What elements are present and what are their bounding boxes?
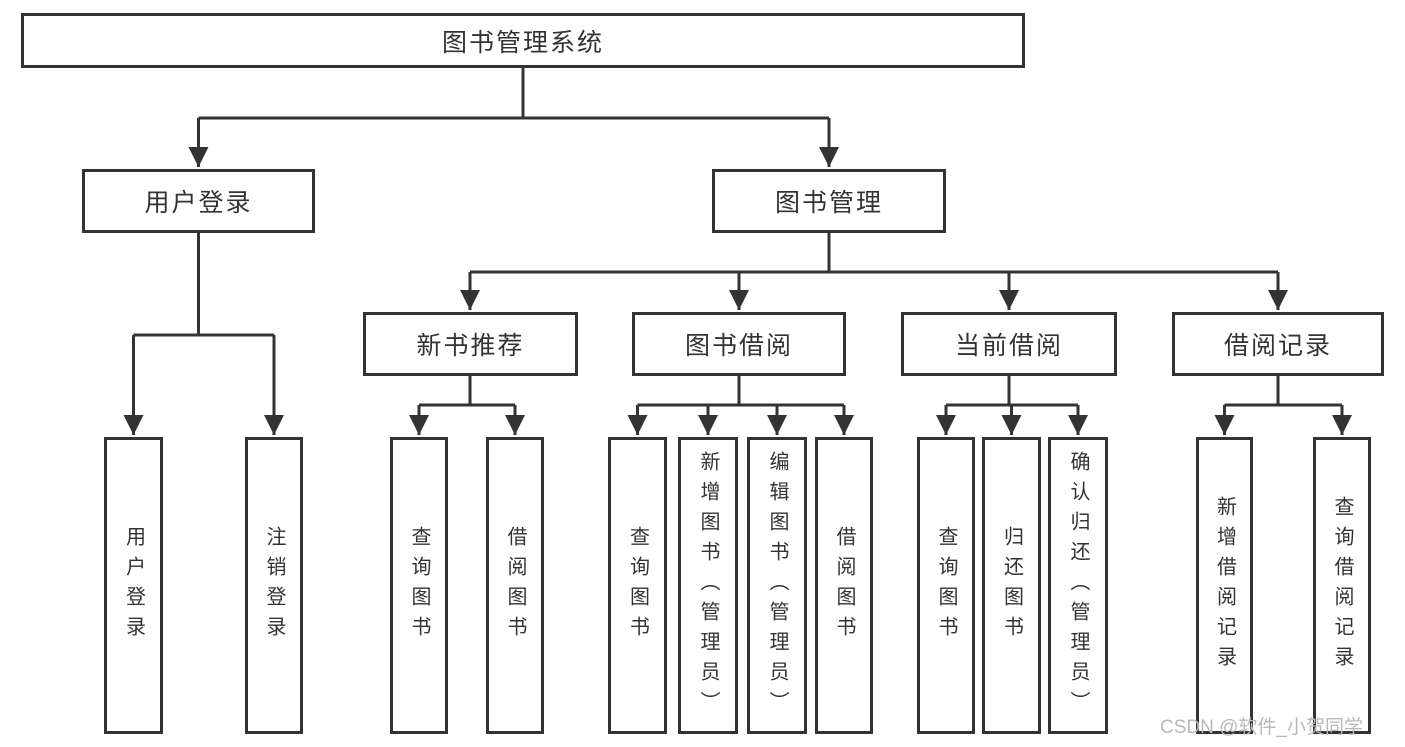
leaf-label: 归还图书: [1000, 525, 1023, 646]
leaf-borrow-books-recommend: 借阅图书: [486, 437, 544, 734]
leaf-query-books-borrow: 查询图书: [608, 437, 667, 734]
node-new-book-recommend: 新书推荐: [363, 312, 578, 376]
node-current-borrow: 当前借阅: [901, 312, 1117, 376]
leaf-user-login: 用户登录: [104, 437, 163, 734]
node-borrow-records: 借阅记录: [1172, 312, 1384, 376]
leaf-confirm-return-admin: 确认归还（管理员）: [1048, 437, 1108, 734]
node-label: 用户登录: [144, 189, 253, 217]
leaf-label: 编辑图书（管理员）: [766, 450, 788, 721]
node-label: 当前借阅: [954, 332, 1063, 360]
node-label: 图书借阅: [684, 332, 793, 360]
leaf-label: 查询借阅记录: [1331, 495, 1353, 676]
csdn-watermark: CSDN @软件_小贺同学: [1160, 717, 1363, 738]
leaf-logout: 注销登录: [245, 437, 303, 734]
leaf-query-books-recommend: 查询图书: [390, 437, 448, 734]
leaf-label: 新增图书（管理员）: [697, 450, 719, 721]
leaf-edit-book-admin: 编辑图书（管理员）: [747, 437, 807, 734]
node-library-management-system: 图书管理系统: [21, 13, 1025, 68]
leaf-label: 新增借阅记录: [1213, 495, 1236, 676]
leaf-query-books-current: 查询图书: [917, 437, 975, 734]
leaf-label: 查询图书: [408, 525, 430, 646]
leaf-label: 借阅图书: [504, 525, 526, 646]
node-label: 图书管理: [774, 189, 883, 217]
leaf-label: 查询图书: [935, 525, 957, 646]
leaf-label: 注销登录: [263, 525, 285, 646]
leaf-query-borrow-record: 查询借阅记录: [1313, 437, 1371, 734]
node-user-login: 用户登录: [82, 169, 315, 233]
leaf-label: 借阅图书: [833, 525, 855, 646]
node-label: 借阅记录: [1223, 332, 1332, 360]
leaf-label: 确认归还（管理员）: [1067, 450, 1089, 721]
leaf-borrow-books: 借阅图书: [815, 437, 873, 734]
node-book-management: 图书管理: [712, 169, 946, 233]
leaf-label: 查询图书: [626, 525, 649, 646]
node-book-borrow: 图书借阅: [632, 312, 846, 376]
leaf-return-books: 归还图书: [982, 437, 1041, 734]
node-label: 新书推荐: [416, 332, 525, 360]
leaf-add-borrow-record: 新增借阅记录: [1196, 437, 1253, 734]
leaf-label: 用户登录: [122, 525, 145, 646]
leaf-add-book-admin: 新增图书（管理员）: [678, 437, 738, 734]
node-label: 图书管理系统: [441, 28, 604, 57]
